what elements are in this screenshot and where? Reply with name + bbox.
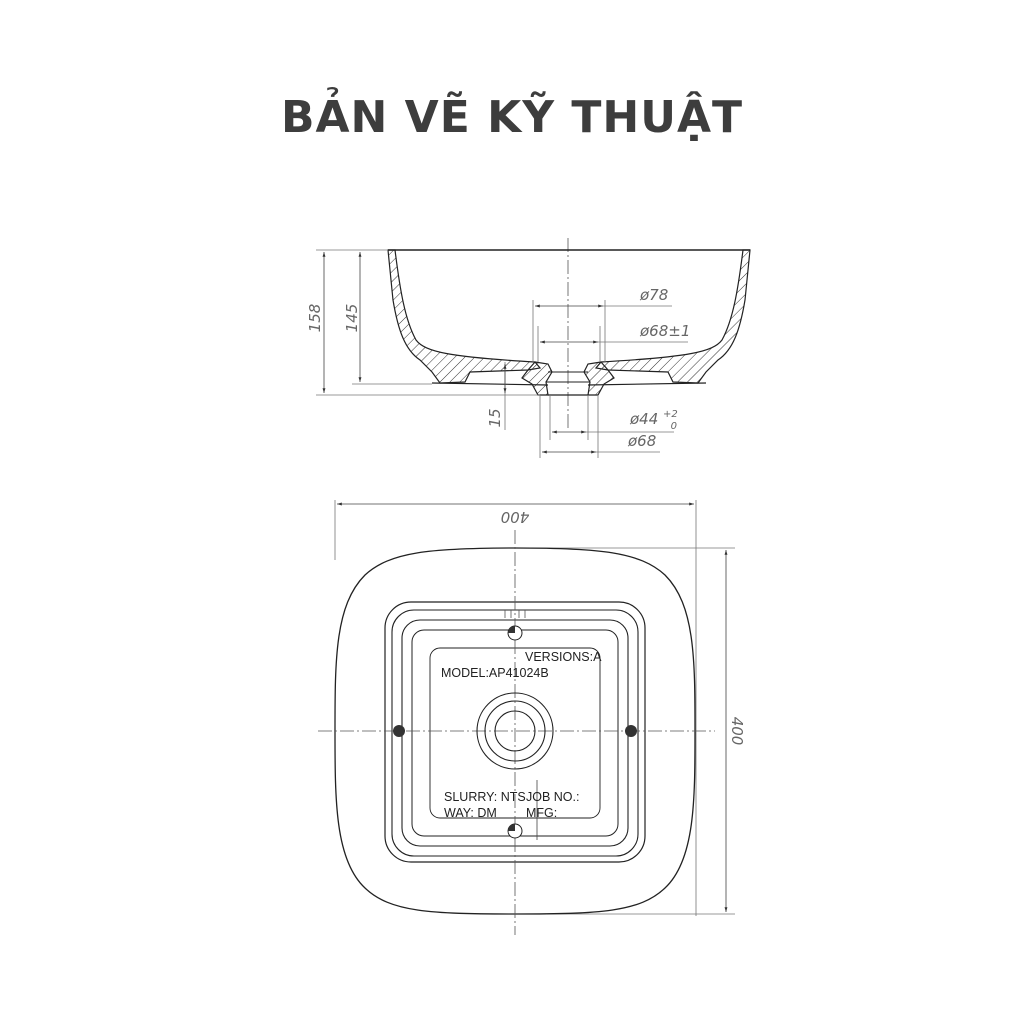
dim-base-height: 15 xyxy=(486,408,504,427)
label-versions: VERSIONS:A xyxy=(525,650,602,664)
dim-d78: ø78 xyxy=(639,286,668,304)
drain-inner-ring xyxy=(494,710,536,752)
dim-d68: ø68 xyxy=(627,432,656,450)
label-way: WAY: DM xyxy=(444,806,497,820)
dim-bowl-height: 145 xyxy=(343,304,361,333)
page-title: BẢN VẼ KỸ THUẬT xyxy=(280,92,744,143)
drain-mid-ring xyxy=(484,700,546,762)
dim-overall-height: 158 xyxy=(306,304,324,333)
label-slurry: SLURRY: NTS xyxy=(444,790,526,804)
label-mfg: MFG: xyxy=(526,806,557,820)
mount-dot-left xyxy=(393,725,405,737)
dim-depth-400: 400 xyxy=(728,717,746,746)
bowl-wall-left xyxy=(387,249,542,384)
side-view: 158 145 15 ø78 ø68±1 ø44 +2 0 xyxy=(306,238,751,458)
dim-d44: ø44 +2 0 xyxy=(629,403,683,432)
dim-width-400: 400 xyxy=(501,508,530,526)
mount-dot-right xyxy=(625,725,637,737)
top-view: 400 400 xyxy=(318,500,746,935)
label-model: MODEL:AP41024B xyxy=(441,666,549,680)
marker-top xyxy=(507,625,523,641)
drain-outer-ring xyxy=(476,692,554,770)
label-job-no: JOB NO.: xyxy=(526,790,579,804)
marker-bottom xyxy=(507,823,523,839)
dim-d68-tol: ø68±1 xyxy=(639,322,690,340)
bowl-wall-right xyxy=(594,249,751,384)
